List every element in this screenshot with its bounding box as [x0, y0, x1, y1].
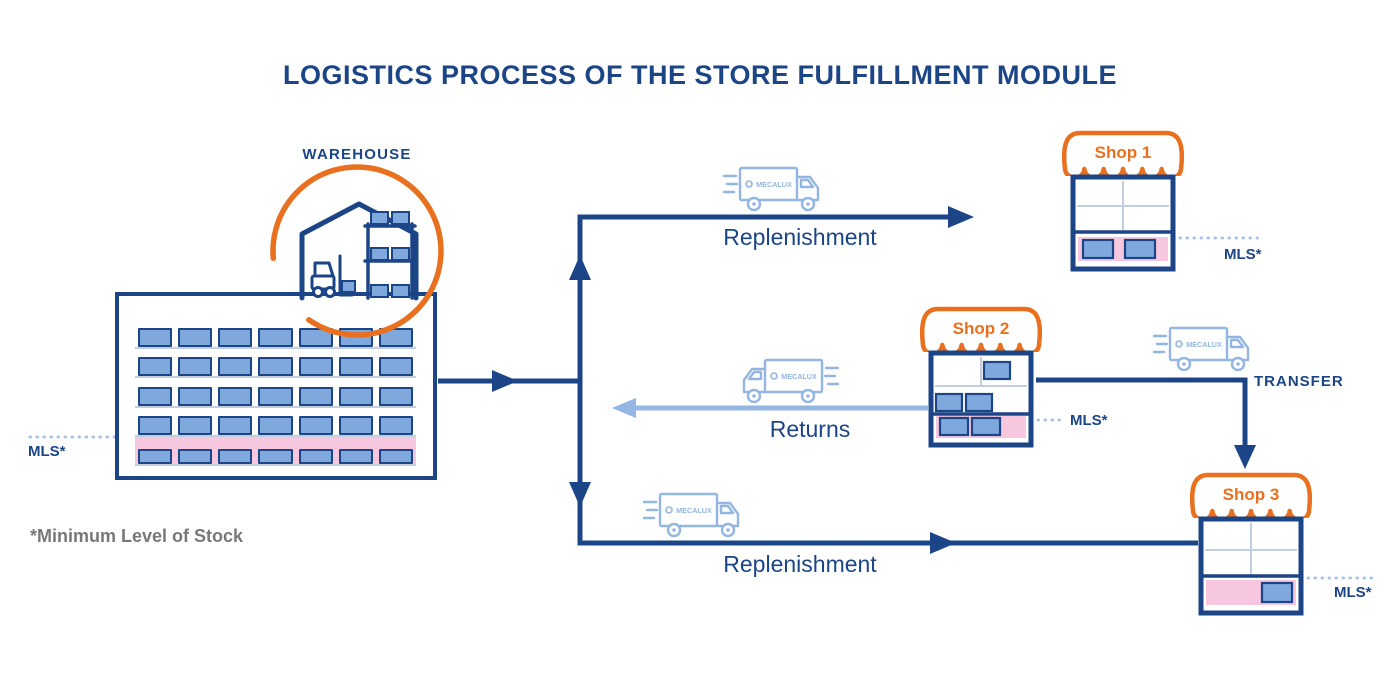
truck-returns-icon: MECALUX [742, 358, 840, 404]
arrowhead-replenishment-top [948, 206, 974, 228]
stock-box [258, 357, 293, 377]
stock-box [258, 328, 293, 348]
shop1-mls-label: MLS* [1224, 246, 1262, 263]
stock-box [298, 449, 333, 465]
shop3-awning-icon: Shop 3 [1190, 472, 1312, 523]
speed-lines [1152, 334, 1169, 354]
stock-box [138, 357, 173, 377]
arrowhead-trunk-down [569, 482, 591, 507]
orange-circle [270, 164, 444, 338]
rack-boxes [341, 211, 410, 298]
warehouse-icon [270, 164, 444, 338]
footnote: *Minimum Level of Stock [30, 526, 244, 546]
transfer-line [1036, 377, 1248, 456]
speed-lines [823, 366, 840, 386]
stock-box [298, 328, 333, 348]
stock-box [258, 449, 293, 465]
shop-3: Shop 3 [1186, 466, 1316, 616]
stock-box [298, 357, 333, 377]
stock-box [218, 357, 253, 377]
shop3-mls-label: MLS* [1334, 584, 1372, 601]
shop2-name: Shop 2 [953, 319, 1010, 338]
warehouse-building-outline [299, 201, 419, 301]
stock-box [178, 328, 213, 348]
stock-box [298, 386, 333, 406]
stock-box [258, 415, 293, 435]
truck-brand-label: MECALUX [756, 180, 792, 189]
replenishment-bottom-label: Replenishment [723, 551, 877, 577]
rack-row [135, 378, 416, 408]
mecalux-logo-mark [1175, 340, 1183, 348]
replenishment-top-label: Replenishment [723, 224, 877, 250]
warehouse-label: WAREHOUSE [302, 146, 412, 163]
shop2-mls-label: MLS* [1070, 412, 1108, 429]
stock-box [218, 328, 253, 348]
stock-box [298, 415, 333, 435]
warehouse-storage [115, 292, 437, 480]
speed-lines [722, 174, 739, 194]
shop3-name: Shop 3 [1223, 485, 1280, 504]
shop-2: Shop 2 [916, 300, 1046, 448]
warehouse-rack [135, 320, 416, 467]
stock-box [138, 328, 173, 348]
stock-box [378, 328, 413, 348]
shop1-awning-icon: Shop 1 [1062, 130, 1184, 181]
arrowhead-replenishment-bottom [930, 532, 956, 554]
stock-box [338, 415, 373, 435]
stock-box [178, 415, 213, 435]
truck-brand-label: MECALUX [676, 506, 712, 515]
stock-box [378, 449, 413, 465]
speed-lines [642, 500, 659, 520]
shop1-name: Shop 1 [1095, 143, 1152, 162]
rack-row [135, 436, 416, 467]
transfer-label: TRANSFER [1254, 373, 1344, 390]
stock-box [138, 449, 173, 465]
stock-box [338, 449, 373, 465]
returns-label: Returns [769, 416, 851, 442]
arrowhead-returns [612, 398, 636, 418]
stock-box [378, 386, 413, 406]
shop3-storefront-icon [1198, 516, 1304, 616]
forklift-icon [310, 254, 354, 298]
shop-1: Shop 1 [1058, 124, 1188, 272]
stock-box [258, 386, 293, 406]
stock-box [378, 357, 413, 377]
mecalux-logo-mark [745, 180, 753, 188]
truck-replenishment-top-icon: MECALUX [722, 166, 820, 212]
shop1-storefront-icon [1070, 174, 1176, 272]
stock-box [178, 386, 213, 406]
shop2-awning-icon: Shop 2 [920, 306, 1042, 357]
stock-box [178, 357, 213, 377]
truck-brand-label: MECALUX [1186, 340, 1222, 349]
stock-box [218, 386, 253, 406]
stock-box [378, 415, 413, 435]
warehouse-mls-label: MLS* [28, 443, 66, 460]
stock-box [338, 386, 373, 406]
stock-box [218, 415, 253, 435]
mecalux-logo-mark [665, 506, 673, 514]
rack-row [135, 408, 416, 437]
stock-box [178, 449, 213, 465]
stock-box [138, 415, 173, 435]
rack-row [135, 349, 416, 379]
page-title: LOGISTICS PROCESS OF THE STORE FULFILLME… [282, 60, 1117, 90]
arrowhead-trunk-up [569, 255, 591, 280]
truck-brand-label: MECALUX [781, 372, 817, 381]
stock-box [218, 449, 253, 465]
shop2-storefront-icon [928, 350, 1034, 448]
truck-replenishment-bottom-icon: MECALUX [642, 492, 740, 538]
mecalux-logo-mark [770, 372, 778, 380]
arrowhead-warehouse-out [492, 370, 518, 392]
stock-box [138, 386, 173, 406]
stock-box [338, 357, 373, 377]
truck-transfer-icon: MECALUX [1152, 326, 1250, 372]
